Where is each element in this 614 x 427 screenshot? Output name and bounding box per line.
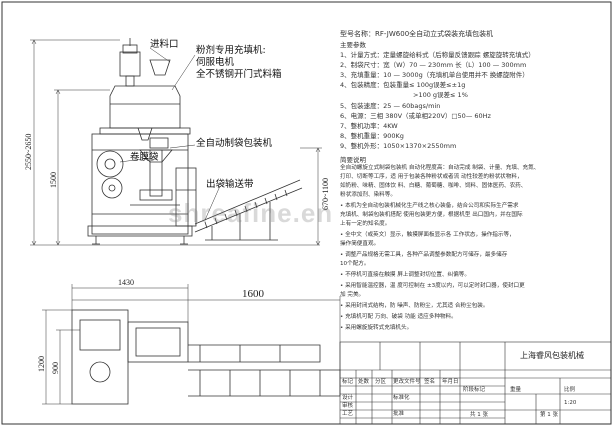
brief-9: 操作简便直观。 xyxy=(340,241,380,247)
callout-inlet: 进料口 xyxy=(150,39,179,50)
brief-8: • 全中文（或英文）显示，触摸屏面板显示各 工作状态，操作指示等， xyxy=(340,232,515,238)
front-view-machine xyxy=(87,38,197,245)
tb-scale: 1:20 xyxy=(564,400,577,406)
tb-sign: 签名 xyxy=(424,379,436,385)
tb-sheet-b: 第 1 张 xyxy=(540,412,558,418)
tb-audit: 审核 xyxy=(342,403,354,409)
dim-depth-1200: 1200 xyxy=(37,356,46,372)
tb-ratio: 比例 xyxy=(564,387,576,393)
tb-design: 设计 xyxy=(342,395,354,401)
tb-stage-mark: 阶段标记 xyxy=(463,387,486,393)
tb-count: 处数 xyxy=(358,379,370,385)
brief-4: 粉状添加剂、染料等。 xyxy=(340,192,396,198)
dim-height-range: 2550~2650 xyxy=(24,133,33,170)
callout-filler-hopper: 全不锈钢开门式料箱 xyxy=(196,69,282,80)
dim-conveyor-height: 670~1100 xyxy=(321,177,330,210)
spec-line-3: 3、充填重量：10 — 3000g（充填机单台使用并不 换螺旋附件） xyxy=(340,71,529,79)
tb-process: 工艺 xyxy=(342,411,354,417)
tb-approve: 批准 xyxy=(393,411,405,417)
tb-zone: 分区 xyxy=(375,379,387,385)
brief-14: 加 完美。 xyxy=(340,292,365,298)
brief-3: 如奶粉、味精、固体饮 料、白糖、葡萄糖、咖啡、饲料、固体医药、农药、 xyxy=(340,183,527,189)
dim-depth-900: 900 xyxy=(51,362,60,374)
brief-6: 充填机、制袋包装机搭配 使用包装更方便，根据机型 出口国内，并在国际 xyxy=(340,212,523,218)
callout-film-roll: 卷膜袋 xyxy=(130,152,159,163)
dim-height-1500: 1500 xyxy=(49,172,58,188)
watermark: shreafine.en xyxy=(168,198,334,228)
callout-packer: 全自动制袋包装机 xyxy=(196,138,273,149)
conveyor xyxy=(194,179,303,241)
spec-line-5: 5、包装速度：25 — 60bags/min xyxy=(340,102,441,110)
tb-weight: 重量 xyxy=(510,387,522,393)
top-dimension-lines xyxy=(42,284,341,405)
brief-5: • 本机为全自动包装机械化生产线之核心装备，结合公司和实际生产需求 xyxy=(340,203,519,209)
front-dimension-lines xyxy=(30,39,322,246)
spec-line-8: 8、整机重量：900Kg xyxy=(340,132,404,140)
spec-line-4b: >100 g误差≤ 1% xyxy=(413,91,468,99)
spec-line-7: 7、整机功率：4KW xyxy=(340,122,398,130)
brief-17: • 采用螺旋旋转式充填机头。 xyxy=(340,325,413,331)
brief-13: • 采用智能温控器，温 度可控制在 ±3度以内，可以定时封口器，使封口更 xyxy=(340,283,525,289)
brief-1: 全自动螺旋立式制袋包装机 自动化程度高：自动完成 制袋、计量、充填、充氮、 xyxy=(340,165,540,171)
title-block-grid xyxy=(339,341,612,425)
callout-conveyor: 出袋输送带 xyxy=(206,179,254,190)
leader-lines xyxy=(119,47,221,221)
spec-model: 型号名称：RF-JW600全自动立式袋装充填包装机 xyxy=(340,30,494,38)
spec-line-6: 6、电源：三相 380V（或单相220V）□50— 60Hz xyxy=(340,112,491,120)
brief-11: 10个配方。 xyxy=(340,261,370,267)
callout-filler-motor: 伺服电机 xyxy=(196,57,235,68)
spec-line-9: 9、整机外形：1050×1370×2550mm xyxy=(340,142,457,150)
callout-filler-title: 粉剂专用充填机: xyxy=(196,45,266,56)
spec-line-4: 4、包装精度：包装重量≤ 100g误差≤±1g xyxy=(340,81,466,89)
spec-params-title: 主要参数 xyxy=(340,41,366,49)
brief-7: 上有一定的知名度。 xyxy=(340,221,391,227)
brief-16: • 充填机可配 万向、破袋 功能 适应多种物料。 xyxy=(340,314,457,320)
brief-title: 简要说明 xyxy=(340,156,366,164)
tb-sheet-a: 共 1 张 xyxy=(470,412,488,418)
dim-width-1430: 1430 xyxy=(118,278,134,287)
top-view-machine xyxy=(71,309,341,405)
tb-standard: 标准化 xyxy=(393,395,410,401)
tb-change-doc: 更改文件号 xyxy=(393,379,421,385)
company-name: 上海睿风包装机械 xyxy=(520,351,584,360)
brief-10: • 调整产品规格无需工具，各种产品调整参数配方可储存，最多储存 xyxy=(340,252,508,258)
dim-width-1600: 1600 xyxy=(242,288,264,300)
spec-line-1: 1、计量方式：定量螺旋给料式（后称量反馈跟踪 螺旋旋转充填式） xyxy=(340,51,535,59)
spec-line-2: 2、制袋尺寸：宽（W）70 — 230mm 长（L）100 — 300mm xyxy=(340,61,527,69)
brief-12: • 不停机可直接在触摸 屏上调整封切位置、纠偏等。 xyxy=(340,272,470,278)
brief-2: 打印、切断等工序，适 用于包装各种粉状或者流 动性较差的粉状状物料， xyxy=(340,174,523,180)
brief-15: • 采用封闭式结构，防 噪声、防粉尘，尤其适 合粉尘包装。 xyxy=(340,303,489,309)
tb-date: 年月日 xyxy=(442,379,459,385)
tb-mark: 标记 xyxy=(342,379,354,385)
